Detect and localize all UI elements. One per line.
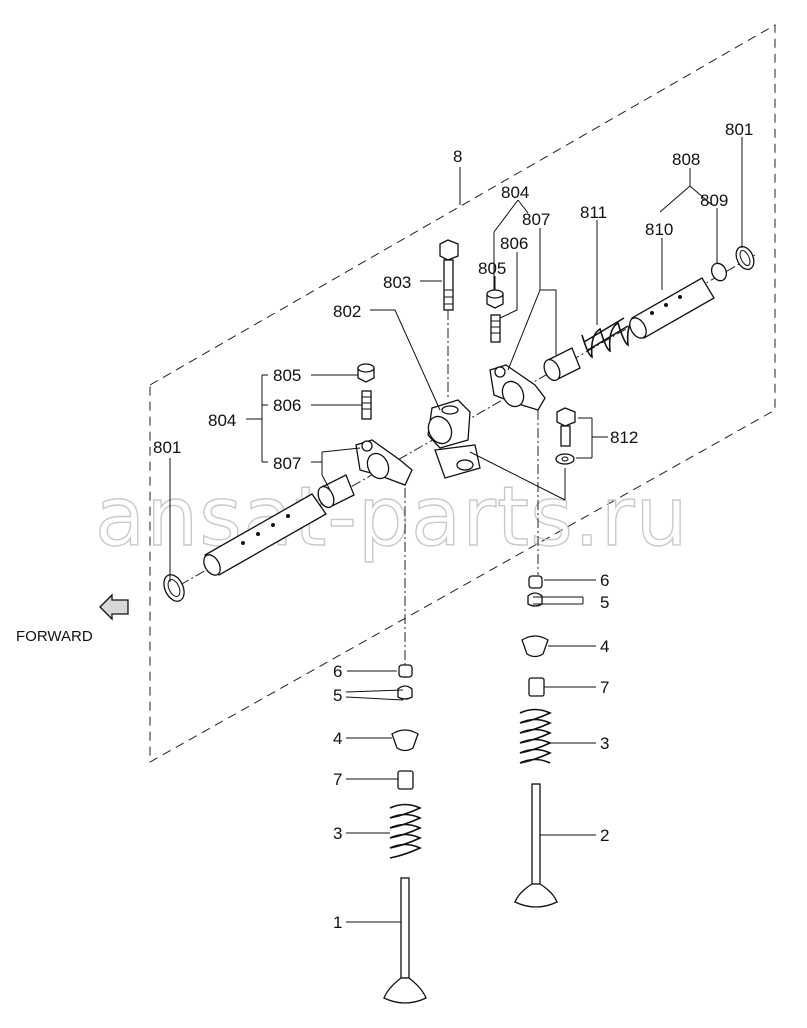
bushing-right: [543, 347, 581, 382]
callout-valve-ex: 2: [600, 826, 609, 845]
callout-screw-right: 806: [500, 234, 528, 253]
callout-bush-left: 807: [273, 454, 301, 473]
callout-arm-right: 804: [501, 183, 529, 202]
adjust-screw-left-icon: [361, 390, 372, 420]
callout-screw-left: 806: [273, 396, 301, 415]
rocker-shaft-right: [629, 277, 715, 339]
callout-rocker-shaft: 810: [645, 220, 673, 239]
callout-shaft-assy: 808: [672, 150, 700, 169]
callout-cap-right: 6: [600, 571, 609, 590]
support-bolt-icon: [439, 239, 459, 311]
rocker-arm-right: [489, 364, 546, 411]
valve-cap-right-icon: [528, 575, 543, 589]
callout-nut-left: 805: [273, 366, 301, 385]
valve-spring-right-icon: [519, 708, 552, 764]
stem-seal-left-icon: [397, 770, 414, 790]
callout-seal-right: 7: [600, 678, 609, 697]
bushing-left: [317, 474, 355, 509]
exhaust-valve: [514, 783, 558, 908]
adjust-screw-right-icon: [490, 314, 501, 343]
callout-shaft-left: 801: [153, 438, 181, 457]
forward-arrow-icon: [99, 593, 129, 621]
bolt-and-washer-icon: [555, 407, 576, 465]
callout-plug: 809: [700, 191, 728, 210]
valve-spring-left-icon: [389, 803, 422, 859]
watermark-text: ansat-parts.ru: [95, 470, 689, 565]
callout-arm-left: 804: [208, 411, 236, 430]
callout-valve-in: 1: [333, 913, 342, 932]
callout-spring: 811: [580, 203, 607, 222]
spring-retainer-right-icon: [521, 635, 549, 658]
callout-bolt: 803: [383, 273, 411, 292]
callout-cap-left: 6: [333, 662, 342, 681]
forward-label: FORWARD: [16, 628, 93, 645]
callout-assembly: 8: [453, 147, 462, 166]
snap-ring-right-icon: [735, 245, 755, 271]
shaft-plug-icon: [710, 262, 728, 282]
valve-key-left-icon: [397, 685, 413, 700]
rocker-arm-left: [355, 439, 413, 486]
support-leader: [469, 451, 566, 501]
rocker-shaft-left: [203, 493, 327, 576]
callout-key-right: 5: [600, 593, 609, 612]
snap-ring-left-icon: [163, 574, 185, 602]
callout-seal-left: 7: [333, 770, 342, 789]
callout-spring-left: 3: [333, 824, 342, 843]
callout-key-left: 5: [333, 686, 342, 705]
callout-retainer-left: 4: [333, 729, 342, 748]
spring-retainer-left-icon: [391, 729, 419, 752]
callout-nut-right: 805: [478, 259, 506, 278]
stem-seal-right-icon: [528, 677, 545, 697]
callout-bolt-washer: 812: [610, 428, 638, 447]
callout-shaft-right: 801: [725, 120, 753, 139]
adjust-nut-left-icon: [357, 363, 375, 383]
callout-support: 802: [333, 302, 361, 321]
shaft-spring-icon: [581, 316, 637, 359]
valve-cap-left-icon: [398, 664, 413, 678]
leader-lines: [169, 137, 743, 923]
callout-spring-right: 3: [600, 734, 609, 753]
callout-bush-right: 807: [522, 210, 550, 229]
rocker-support: [427, 399, 481, 479]
assembly-boundary: [149, 24, 776, 763]
intake-valve: [383, 877, 427, 1004]
callout-retainer-right: 4: [600, 637, 609, 656]
adjust-nut-right-icon: [486, 289, 504, 309]
